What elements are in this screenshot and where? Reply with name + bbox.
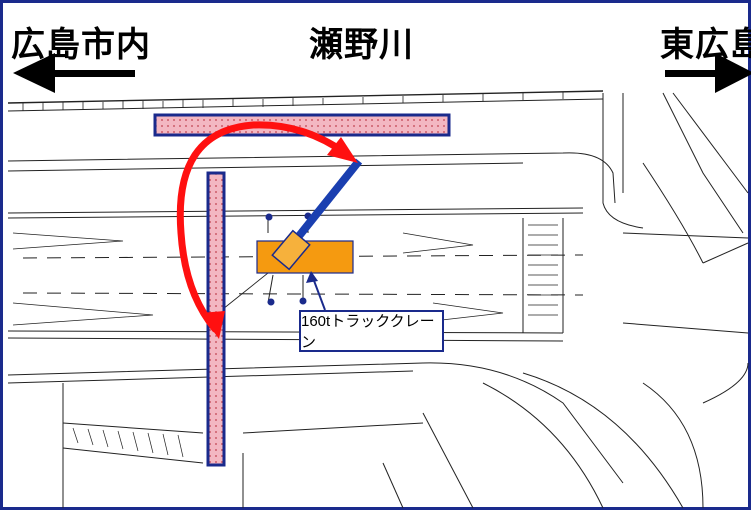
- road-plan-drawing: [7, 53, 751, 509]
- crane-callout: 160tトラッククレーン: [299, 310, 444, 352]
- crane-callout-text: 160tトラッククレーン: [301, 313, 435, 351]
- pole-markers: [265, 212, 312, 306]
- direction-label-left: 広島市内: [11, 25, 151, 65]
- river-label: 瀬野川: [309, 25, 414, 65]
- arrow-left-icon: [13, 53, 135, 93]
- rotation-arrow-head-top: [327, 137, 358, 163]
- direction-label-right: 東広島: [660, 25, 751, 65]
- callout-leader-head: [306, 271, 318, 283]
- arrow-right-icon: [665, 53, 751, 93]
- crane-boom: [271, 158, 363, 271]
- rotation-arrow-head-bottom: [200, 311, 225, 339]
- callout-leader: [312, 277, 326, 311]
- road-linework: [7, 90, 749, 509]
- rotation-arrow: [176, 121, 349, 333]
